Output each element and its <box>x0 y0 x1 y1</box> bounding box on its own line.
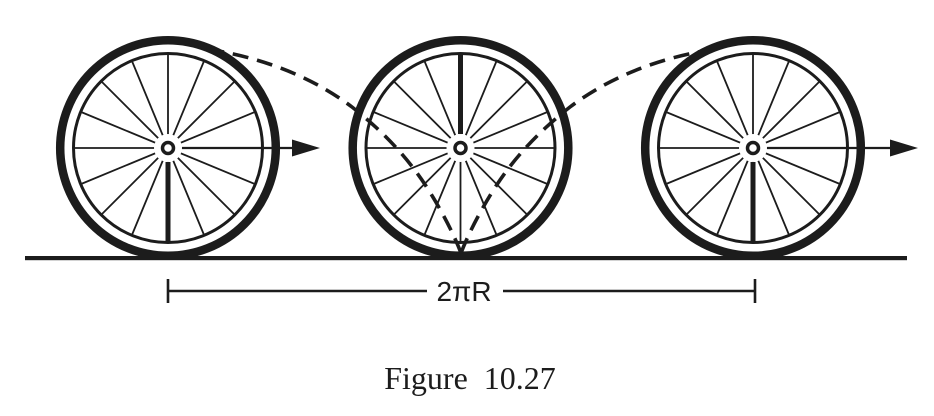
wheel-left <box>60 40 276 256</box>
wheel-middle <box>353 40 569 256</box>
figure-caption: Figure 10.27 <box>384 360 556 396</box>
velocity-arrow-left <box>182 139 320 157</box>
ground-line <box>25 256 907 261</box>
dimension-label: 2πR <box>436 276 491 307</box>
arrow-head-icon <box>890 139 918 157</box>
arrow-head-icon <box>292 139 320 157</box>
velocity-arrow-right <box>767 139 918 157</box>
wheel-right <box>645 40 861 256</box>
dimension-2piR: 2πR <box>166 276 757 307</box>
